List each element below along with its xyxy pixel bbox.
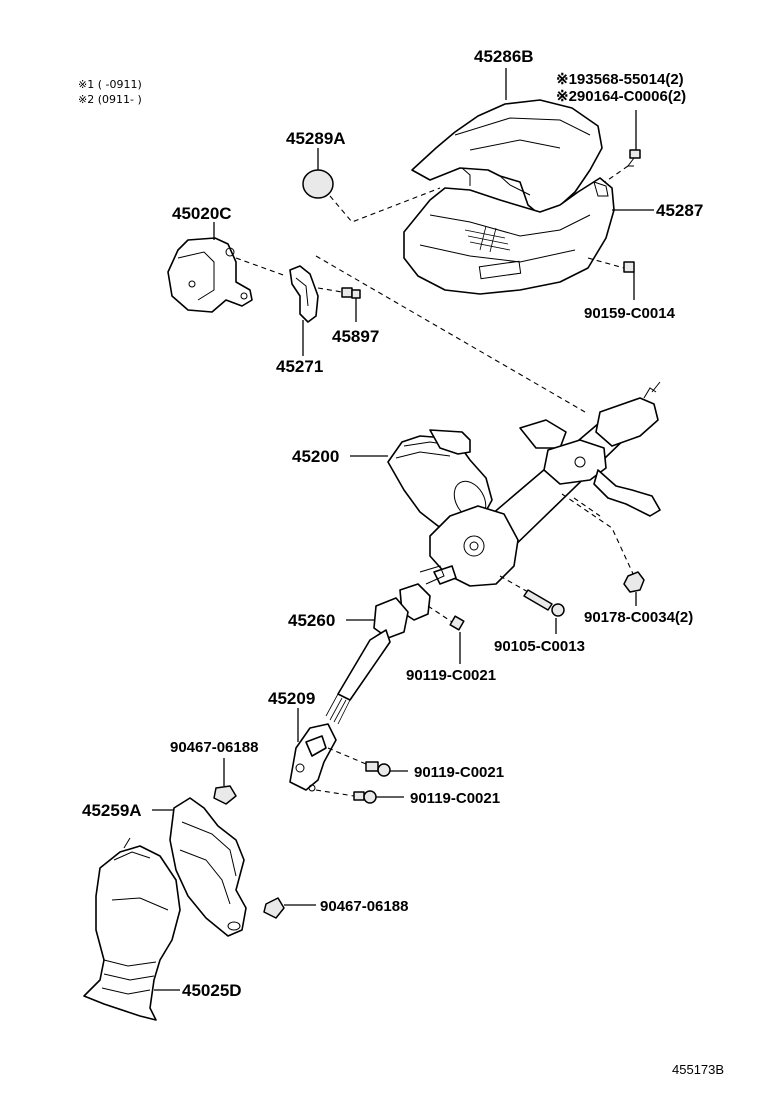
label-90119-c0021-lower: 90119-C0021 <box>410 790 500 807</box>
bolt-90119-middle <box>327 747 408 777</box>
label-90178-c0034: 90178-C0034(2) <box>584 609 693 626</box>
label-90119-c0021-upper: 90119-C0021 <box>406 667 496 684</box>
cover-screw-lower <box>587 257 635 300</box>
label-45200: 45200 <box>292 447 339 466</box>
steering-boot <box>83 837 181 1021</box>
steering-column-assembly <box>387 381 661 587</box>
label-45020C: 45020C <box>172 204 232 223</box>
label-93568-55014: ※193568-55014(2) <box>556 71 684 88</box>
label-45289A: 45289A <box>286 129 346 148</box>
label-90119-c0021-middle: 90119-C0021 <box>414 764 504 781</box>
label-90467-06188-lower: 90467-06188 <box>320 898 408 915</box>
label-45271: 45271 <box>276 357 323 376</box>
diagram-code: 455173B <box>672 1062 724 1077</box>
label-90159-c0014: 90159-C0014 <box>584 305 676 322</box>
lower-column-cover <box>403 177 615 295</box>
label-90467-06188-upper: 90467-06188 <box>170 739 258 756</box>
label-45260: 45260 <box>288 611 335 630</box>
cover-screw-upper <box>627 110 641 167</box>
universal-joint <box>289 723 337 792</box>
label-45286B: 45286B <box>474 47 534 66</box>
note-2: ※2 (0911- ) <box>78 93 142 106</box>
clip-90467-upper <box>213 758 237 805</box>
bolt-90119-upper <box>427 605 465 664</box>
label-45209: 45209 <box>268 689 315 708</box>
label-90164-c0006: ※290164-C0006(2) <box>556 88 686 105</box>
intermediate-shaft <box>325 565 445 725</box>
clip-90467-lower <box>263 897 316 919</box>
label-45897: 45897 <box>332 327 379 346</box>
label-90105-c0013: 90105-C0013 <box>494 638 585 655</box>
bolt-90105 <box>499 575 565 634</box>
upper-column-cover <box>411 99 603 216</box>
label-45287: 45287 <box>656 201 703 220</box>
nut-90178 <box>623 571 645 593</box>
note-1: ※1 ( -0911) <box>78 78 142 91</box>
horn-cap <box>302 169 334 199</box>
column-hole-cover <box>169 797 247 937</box>
bolt-90119-lower <box>315 789 404 804</box>
label-45025D: 45025D <box>182 981 242 1000</box>
label-45259A: 45259A <box>82 801 142 820</box>
column-bracket <box>167 237 253 313</box>
clamp <box>289 265 319 323</box>
clamp-screw <box>317 287 361 322</box>
